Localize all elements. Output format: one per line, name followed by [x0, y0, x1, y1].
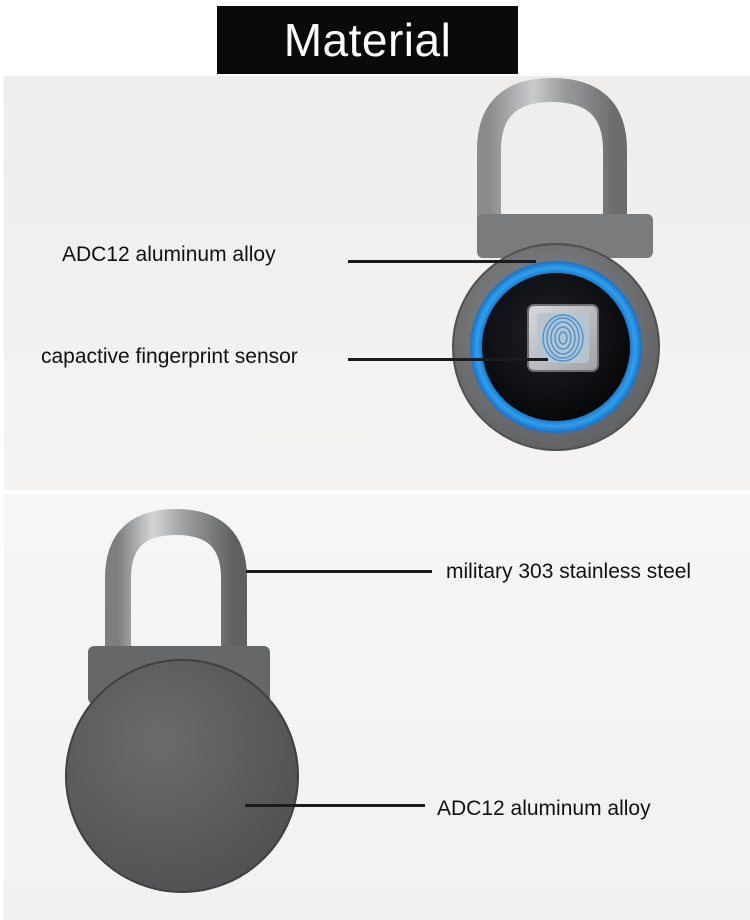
callout-leader-line: [348, 358, 548, 361]
callout-adc12-top: ADC12 aluminum alloy: [62, 243, 276, 266]
callout-stainless-steel: military 303 stainless steel: [446, 560, 692, 583]
shackle: [105, 508, 247, 652]
callout-adc12-bottom: ADC12 aluminum alloy: [437, 797, 651, 820]
shackle: [477, 77, 627, 222]
page-title: Material: [283, 14, 452, 66]
callout-leader-line: [246, 570, 432, 573]
title-banner: Material: [217, 6, 518, 74]
callout-leader-line: [348, 260, 536, 263]
callout-leader-line: [245, 804, 425, 807]
callout-fingerprint-sensor: capactive fingerprint sensor: [41, 345, 298, 368]
